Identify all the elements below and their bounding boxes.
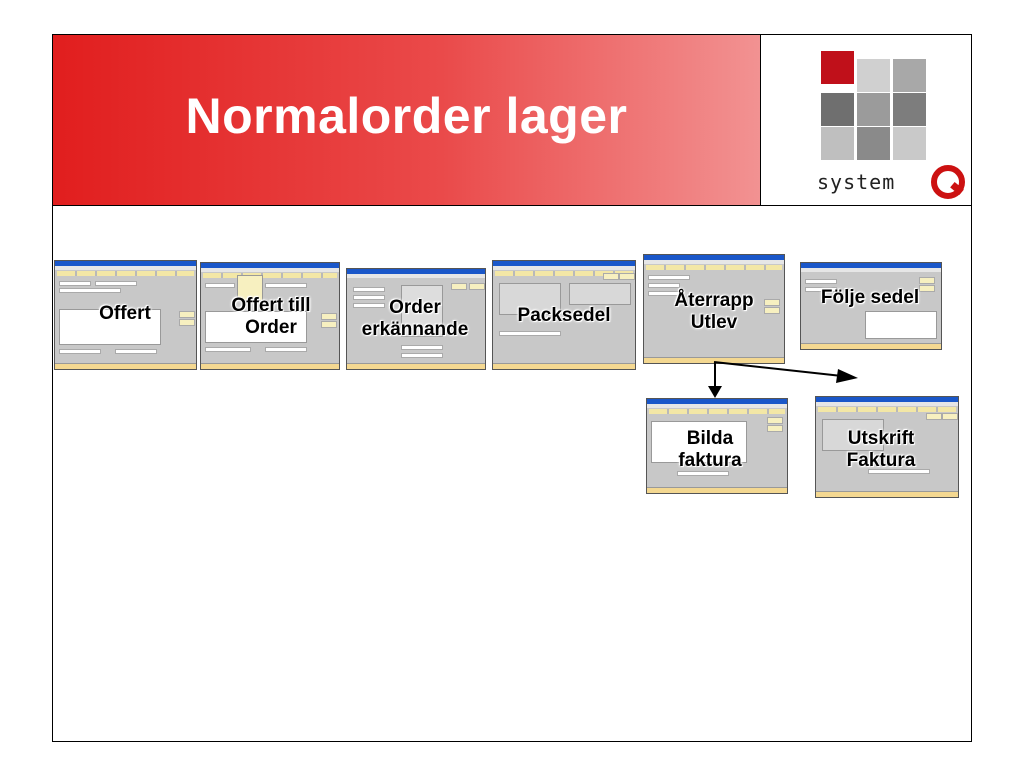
step-label-order-erkannande: Order erkännande xyxy=(361,297,469,340)
screenshot-offert-till-order xyxy=(200,262,340,370)
logo-mosaic xyxy=(821,51,961,163)
step-label-packsedel: Packsedel xyxy=(517,305,611,326)
logo-text: system xyxy=(817,170,896,194)
title-banner: Normalorder lager xyxy=(53,35,761,206)
step-label-aterrapp-utlev: Återrapp Utlev xyxy=(674,290,754,333)
arrow-to-bilda-faktura xyxy=(708,362,722,398)
logo-q-icon xyxy=(931,165,965,199)
screenshot-utskrift-faktura xyxy=(815,396,959,498)
step-label-folje-sedel: Följe sedel xyxy=(820,287,920,308)
logo: system xyxy=(761,35,971,206)
step-label-offert-till-order: Offert till Order xyxy=(231,295,311,338)
arrow-to-utskrift-faktura xyxy=(713,361,858,383)
screenshot-order-erkannande xyxy=(346,268,486,370)
screenshot-bilda-faktura xyxy=(646,398,788,494)
screenshot-offert xyxy=(54,260,197,370)
slide-title: Normalorder lager xyxy=(185,88,628,144)
step-label-offert: Offert xyxy=(99,303,151,324)
screenshot-packsedel xyxy=(492,260,636,370)
step-label-utskrift-faktura: Utskrift Faktura xyxy=(846,428,916,471)
slide: Normalorder lager system xyxy=(52,34,972,742)
screenshot-folje-sedel xyxy=(800,262,942,350)
step-label-bilda-faktura: Bilda faktura xyxy=(678,428,742,471)
